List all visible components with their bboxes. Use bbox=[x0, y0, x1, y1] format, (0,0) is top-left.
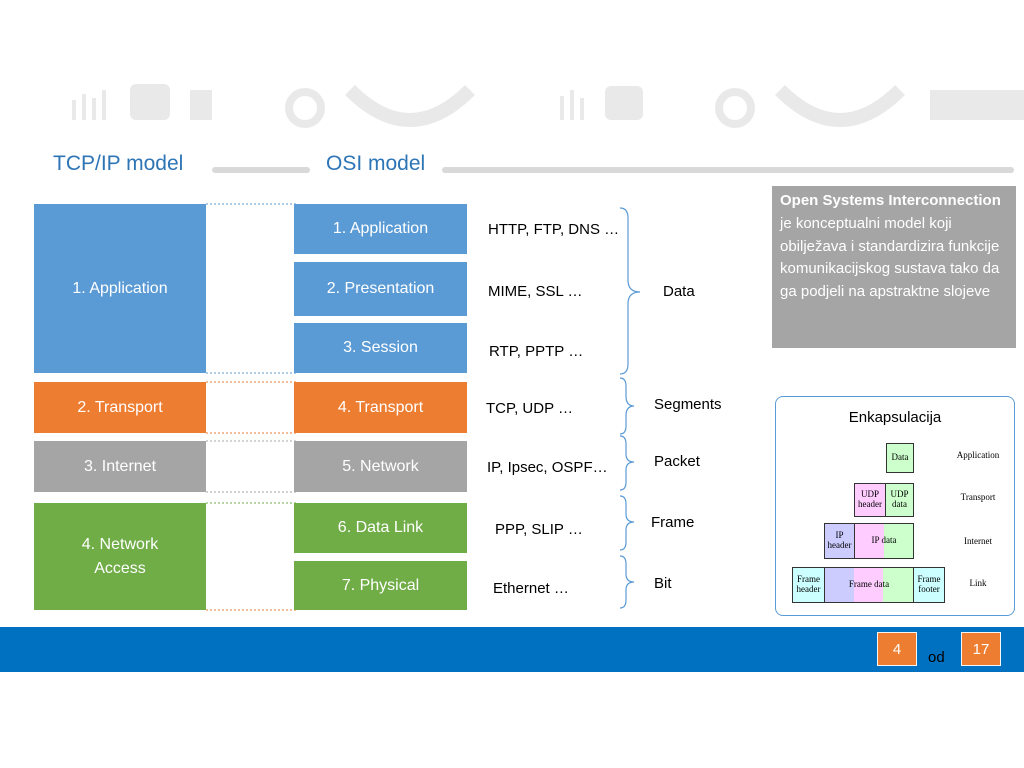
enc-cell-udp-header: UDP header bbox=[854, 483, 886, 517]
protocol-label: IP, Ipsec, OSPF… bbox=[487, 459, 608, 476]
enc-cell-frame-data: Frame data bbox=[824, 567, 914, 603]
total-pages-box: 17 bbox=[961, 632, 1001, 666]
tcpip-layer-transport: 2. Transport bbox=[34, 382, 206, 433]
brace-icons bbox=[619, 207, 641, 609]
enc-layer-label: Link bbox=[969, 578, 987, 589]
osi-layer-presentation: 2. Presentation bbox=[294, 262, 467, 316]
protocol-label: PPP, SLIP … bbox=[495, 521, 583, 538]
footer-bar bbox=[0, 627, 1024, 672]
brace-icon bbox=[619, 207, 641, 375]
data-unit-label: Bit bbox=[654, 575, 672, 592]
tcpip-layer-application: 1. Application bbox=[34, 204, 206, 373]
data-unit-label: Frame bbox=[651, 514, 695, 531]
tcpip-layer-internet: 3. Internet bbox=[34, 441, 206, 492]
protocol-label: RTP, PPTP … bbox=[489, 343, 584, 360]
layer-connector-lines bbox=[206, 203, 296, 611]
tcpip-model-heading: TCP/IP model bbox=[53, 152, 184, 175]
enc-cell-frame-header: Frame header bbox=[792, 567, 825, 603]
enc-layer-label: Transport bbox=[960, 492, 996, 503]
osi-layer-network: 5. Network bbox=[294, 441, 467, 492]
enc-layer-label: Application bbox=[956, 450, 1000, 461]
enc-cell-udp-data: UDP data bbox=[885, 483, 914, 517]
brace-icon bbox=[619, 495, 635, 551]
enc-cell-data: Data bbox=[886, 443, 914, 473]
page-separator: od bbox=[928, 649, 945, 666]
osi-layer-application: 1. Application bbox=[294, 204, 467, 254]
osi-layer-physical: 7. Physical bbox=[294, 561, 467, 610]
enc-cell-frame-footer: Frame footer bbox=[913, 567, 945, 603]
osi-layer-session: 3. Session bbox=[294, 323, 467, 373]
heading-rule bbox=[212, 167, 310, 173]
osi-layer-data-link: 6. Data Link bbox=[294, 503, 467, 553]
enc-cell-ip-header: IP header bbox=[824, 523, 855, 559]
brace-icon bbox=[619, 435, 635, 491]
osi-definition-box: Open Systems Interconnection je konceptu… bbox=[772, 186, 1016, 348]
osi-definition-term: Open Systems Interconnection bbox=[780, 192, 1001, 209]
protocol-label: HTTP, FTP, DNS … bbox=[488, 221, 620, 238]
enc-cell-ip-data: IP data bbox=[854, 523, 914, 559]
protocol-label: Ethernet … bbox=[493, 580, 569, 597]
brace-icon bbox=[619, 377, 635, 435]
current-page-box: 4 bbox=[877, 632, 917, 666]
osi-definition-text: je konceptualni model koji obilježava i … bbox=[780, 214, 1000, 301]
osi-layer-transport: 4. Transport bbox=[294, 382, 467, 433]
data-unit-label: Segments bbox=[654, 396, 722, 413]
encapsulation-title: Enkapsulacija bbox=[848, 409, 942, 426]
data-unit-label: Data bbox=[663, 283, 695, 300]
encapsulation-panel: Enkapsulacija Data UDP header UDP data I… bbox=[775, 396, 1015, 616]
enc-layer-label: Internet bbox=[964, 536, 992, 547]
tcpip-layer-network-access: 4. Network Access bbox=[34, 503, 206, 610]
protocol-label: MIME, SSL … bbox=[488, 283, 583, 300]
watermark-graphic bbox=[72, 84, 1024, 128]
brace-icon bbox=[619, 555, 635, 609]
heading-rule bbox=[442, 167, 1014, 173]
osi-model-heading: OSI model bbox=[326, 152, 426, 175]
protocol-label: TCP, UDP … bbox=[486, 400, 573, 417]
data-unit-label: Packet bbox=[654, 453, 700, 470]
